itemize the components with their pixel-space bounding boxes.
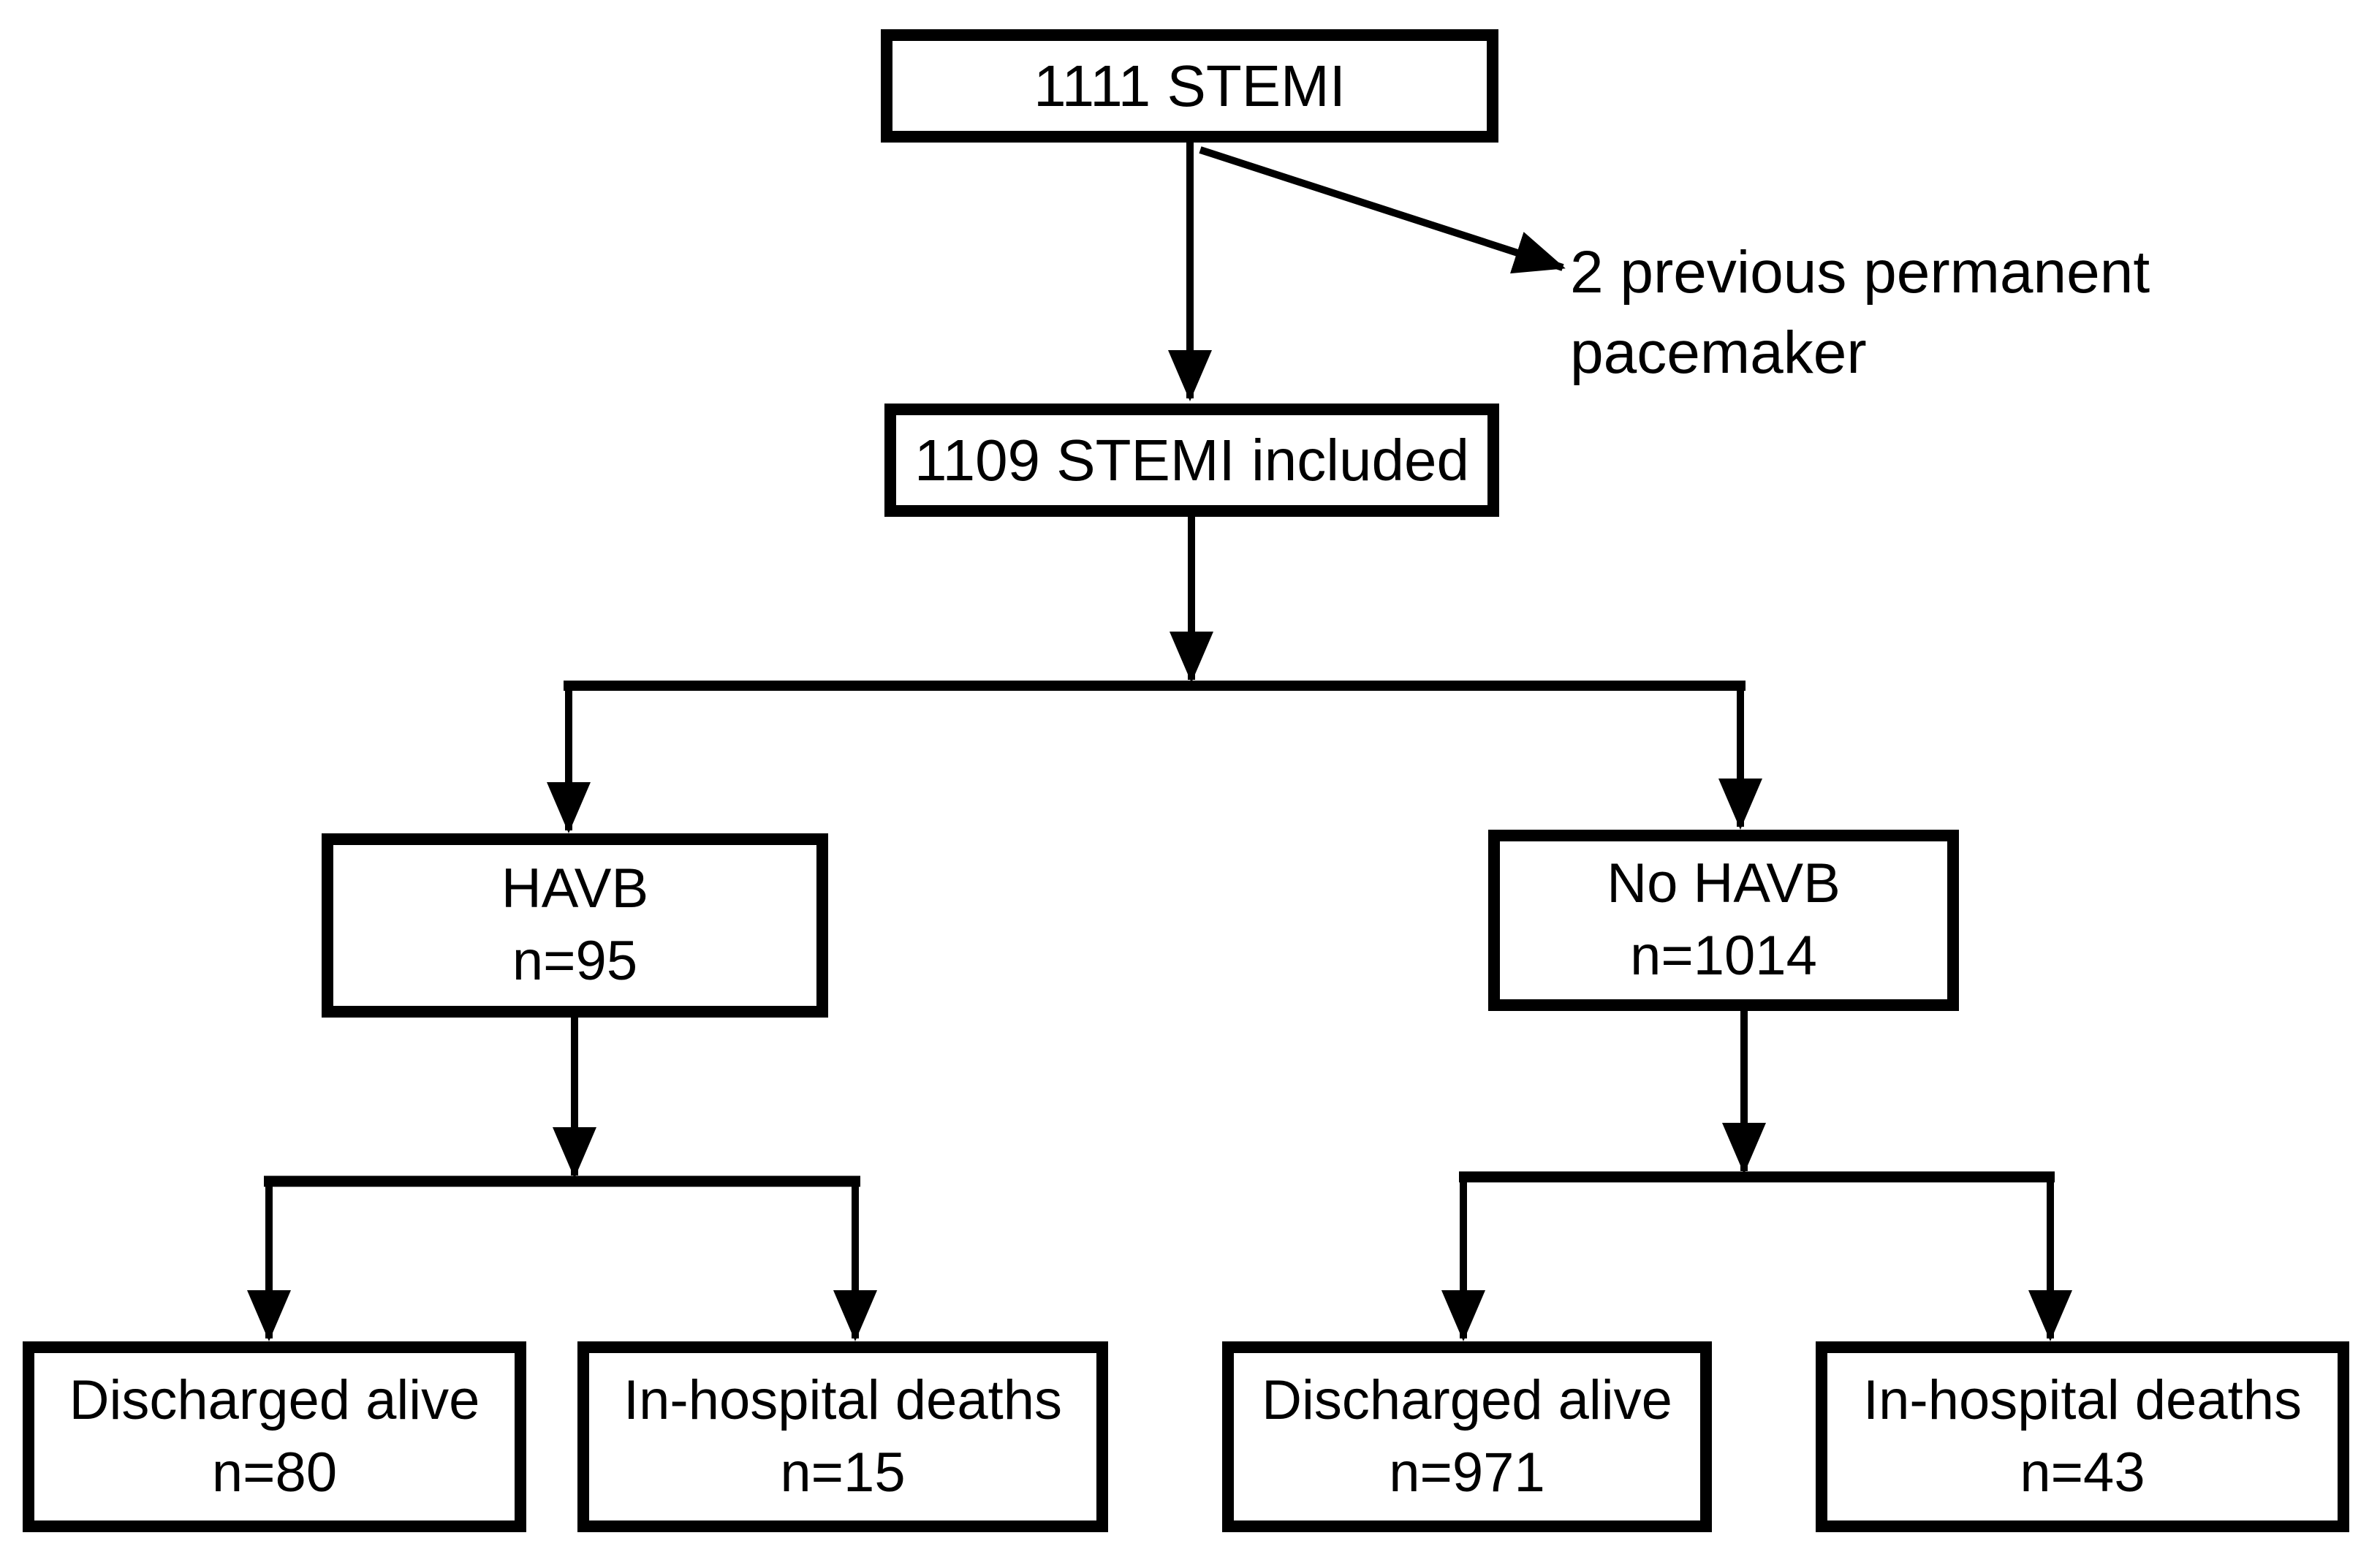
exclusion-note-line2: pacemaker: [1570, 319, 1867, 386]
node-havb-discharged-alive-count: n=80: [211, 1441, 338, 1504]
node-no-havb-in-hospital-deaths: In-hospital deaths n=43: [1816, 1341, 2349, 1532]
node-havb: HAVB n=95: [322, 833, 828, 1018]
node-no-havb-in-hospital-deaths-label: In-hospital deaths: [1863, 1368, 2302, 1431]
node-no-havb-discharged-alive-label: Discharged alive: [1262, 1368, 1672, 1431]
node-1111-stemi-label: 1111 STEMI: [1034, 53, 1346, 118]
node-havb-in-hospital-deaths: In-hospital deaths n=15: [577, 1341, 1108, 1532]
node-havb-count: n=95: [512, 930, 638, 992]
exclusion-note: 2 previous permanent pacemaker: [1570, 232, 2150, 393]
node-no-havb: No HAVB n=1014: [1488, 830, 1959, 1011]
node-havb-discharged-alive-label: Discharged alive: [69, 1368, 480, 1431]
node-no-havb-in-hospital-deaths-count: n=43: [2020, 1441, 2145, 1504]
node-havb-in-hospital-deaths-count: n=15: [780, 1441, 906, 1504]
node-no-havb-label: No HAVB: [1607, 852, 1841, 915]
node-havb-discharged-alive: Discharged alive n=80: [23, 1341, 526, 1532]
node-havb-in-hospital-deaths-label: In-hospital deaths: [623, 1368, 1062, 1431]
arrow-root-to-exclusion-note: [1199, 146, 1566, 274]
exclusion-note-line1: 2 previous permanent: [1570, 239, 2150, 306]
node-1109-stemi-included: 1109 STEMI included: [884, 404, 1499, 517]
node-1109-stemi-included-label: 1109 STEMI included: [914, 427, 1469, 493]
node-1111-stemi: 1111 STEMI: [881, 29, 1498, 143]
node-no-havb-discharged-alive: Discharged alive n=971: [1222, 1341, 1712, 1532]
node-havb-label: HAVB: [501, 857, 649, 920]
node-no-havb-discharged-alive-count: n=971: [1389, 1441, 1545, 1504]
node-no-havb-count: n=1014: [1630, 925, 1817, 987]
